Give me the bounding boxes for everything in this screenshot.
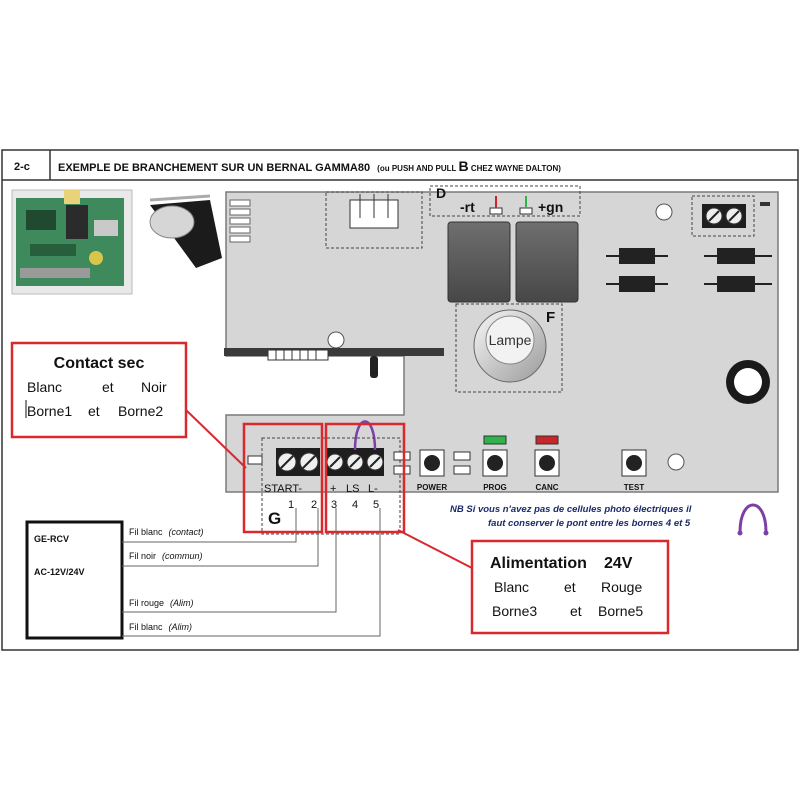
contact-terminal-a: Borne1 <box>27 403 72 419</box>
contact-title: Contact sec <box>54 355 145 372</box>
callout-line-alim <box>397 529 473 569</box>
label-canc: CANC <box>535 483 558 492</box>
page-title: EXEMPLE DE BRANCHEMENT SUR UN BERNAL GAM… <box>58 158 561 174</box>
dashed-block-d <box>429 185 581 217</box>
alim-and-2: et <box>570 603 582 619</box>
dashed-block-g <box>261 437 401 535</box>
label-d: D <box>436 185 446 201</box>
wire-label-4: Fil blanc(Alim) <box>129 622 192 632</box>
label-g: G <box>268 509 281 528</box>
ribbon-connector <box>224 348 444 356</box>
terminal-number-4: 4 <box>352 499 358 511</box>
button-canc <box>534 449 560 477</box>
button-test <box>621 449 647 477</box>
terminal-number-1: 1 <box>288 499 294 511</box>
led-rt <box>489 207 503 215</box>
mount-hole-bottom <box>667 453 685 471</box>
terminal-number-5: 5 <box>373 499 379 511</box>
connector-top <box>349 194 399 229</box>
relay-right <box>515 221 579 303</box>
note-line-1: NB Si vous n'avez pas de cellules photo … <box>450 504 692 515</box>
contact-box <box>10 341 188 439</box>
button-power <box>419 449 445 477</box>
alim-terminal-b: Borne5 <box>598 603 643 619</box>
note-line-2: faut conserver le pont entre les bornes … <box>488 518 691 529</box>
section-id: 2-c <box>14 161 30 173</box>
receiver-power: AC-12V/24V <box>34 567 85 577</box>
label-power: POWER <box>417 483 447 492</box>
opener-photo <box>136 190 226 270</box>
contact-terminal-b: Borne2 <box>118 403 163 419</box>
wire-label-1: Fil blanc(contact) <box>129 527 204 537</box>
receiver-box <box>25 520 124 640</box>
mount-hole-top <box>655 203 673 221</box>
alim-wire-a: Blanc <box>494 579 529 595</box>
receiver-name: GE-RCV <box>34 534 69 544</box>
wire-label-3: Fil rouge(Alim) <box>129 598 194 608</box>
label-ls: LS <box>346 483 359 495</box>
diodes <box>606 248 772 292</box>
small-components <box>393 451 471 475</box>
bridge-wire <box>353 420 377 451</box>
alim-box <box>470 539 670 635</box>
bridge-symbol <box>738 503 768 533</box>
edge-connector <box>229 199 251 243</box>
wire-lines <box>122 508 381 637</box>
callout-line-contact <box>185 409 247 469</box>
highlight-power-terminals <box>324 422 406 534</box>
alim-title: Alimentation <box>490 555 587 572</box>
label-lminus: L- <box>368 483 378 495</box>
alim-wire-b: Rouge <box>601 579 642 595</box>
highlight-contact-terminals <box>242 422 324 534</box>
contact-wire-b: Noir <box>141 379 167 395</box>
label-prog: PROG <box>483 483 507 492</box>
terminal-number-3: 3 <box>331 499 337 511</box>
label-rt: -rt <box>460 199 475 215</box>
alim-voltage: 24V <box>604 555 633 572</box>
label-f: F <box>546 309 555 326</box>
dashed-block-top <box>325 191 423 249</box>
dashed-block-f <box>455 303 563 393</box>
button-prog <box>482 449 508 477</box>
alim-and-1: et <box>564 579 576 595</box>
led-gn <box>519 207 533 215</box>
contact-and-2: et <box>88 403 100 419</box>
led-canc-red <box>535 435 559 445</box>
board-photo <box>11 189 133 295</box>
label-test: TEST <box>624 483 645 492</box>
wire-label-2: Fil noir(commun) <box>129 551 203 561</box>
label-gn: +gn <box>538 199 563 215</box>
contact-and-1: et <box>102 379 114 395</box>
contact-wire-a: Blanc <box>27 379 62 395</box>
relay-left <box>447 221 511 303</box>
lamp-label: Lampe <box>489 332 532 348</box>
alim-terminal-a: Borne3 <box>492 603 537 619</box>
terminal-number-2: 2 <box>311 499 317 511</box>
label-plus: + <box>330 483 336 495</box>
dashed-block-terminal-right <box>691 195 755 237</box>
label-start: START- <box>264 483 302 495</box>
led-prog-green <box>483 435 507 445</box>
mount-hole-mid <box>327 331 345 349</box>
